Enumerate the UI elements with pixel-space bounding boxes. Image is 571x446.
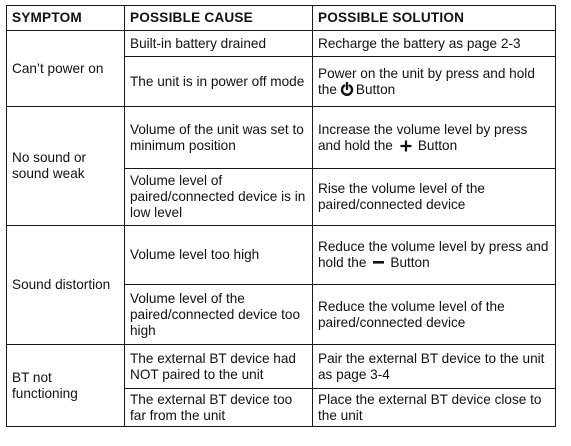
plus-icon bbox=[400, 140, 412, 152]
solution-text: Button bbox=[417, 137, 458, 153]
table-row: BT not functioning The external BT devic… bbox=[6, 344, 556, 427]
cause-cell: The external BT device had NOT paired to… bbox=[124, 344, 313, 389]
solution-cell: Place the external BT device close to th… bbox=[312, 388, 556, 427]
header-symptom: SYMPTOM bbox=[6, 5, 125, 31]
table-row: Volume level of the paired/connected dev… bbox=[7, 284, 556, 345]
solution-text: Button bbox=[355, 81, 396, 97]
cause-cell: Volume level too high bbox=[124, 225, 313, 285]
minus-icon bbox=[373, 261, 385, 264]
table-row: No sound or sound weak Volume of the uni… bbox=[6, 106, 556, 226]
cause-cell: The unit is in power off mode bbox=[124, 56, 313, 107]
table-row: The unit is in power off mode Power on t… bbox=[7, 56, 556, 107]
cause-cell: Built-in battery drained bbox=[124, 30, 313, 57]
solution-text: Reduce the volume level by press and hol… bbox=[318, 239, 549, 270]
solution-cell: Reduce the volume level by press and hol… bbox=[312, 225, 556, 285]
power-icon bbox=[340, 81, 354, 96]
cause-cell: The external BT device too far from the … bbox=[124, 388, 313, 427]
symptom-cell: Sound distortion bbox=[6, 225, 125, 345]
table-row: Sound distortion Volume level too high R… bbox=[6, 225, 556, 345]
header-row: SYMPTOM POSSIBLE CAUSE POSSIBLE SOLUTION bbox=[6, 5, 556, 31]
solution-cell: Reduce the volume level of the paired/co… bbox=[312, 284, 556, 345]
table-row: The external BT device too far from the … bbox=[7, 388, 556, 427]
solution-text: Button bbox=[390, 255, 430, 270]
troubleshooting-table: SYMPTOM POSSIBLE CAUSE POSSIBLE SOLUTION… bbox=[6, 5, 556, 427]
cause-cell: Volume of the unit was set to minimum po… bbox=[124, 106, 313, 169]
symptom-cell: BT not functioning bbox=[6, 344, 125, 427]
solution-text: Power on the unit by press and hold the bbox=[318, 65, 535, 97]
cause-cell: Volume level of paired/connected device … bbox=[124, 168, 313, 226]
solution-cell: Increase the volume level by press and h… bbox=[312, 106, 556, 169]
table-row: Can’t power on Built-in battery drained … bbox=[6, 30, 556, 107]
solution-cell: Rise the volume level of the paired/conn… bbox=[312, 168, 556, 226]
solution-cell: Recharge the battery as page 2-3 bbox=[312, 30, 556, 57]
solution-text: Increase the volume level by press and h… bbox=[318, 121, 528, 153]
header-possible-solution: POSSIBLE SOLUTION bbox=[312, 5, 556, 31]
table-row: Volume level of paired/connected device … bbox=[7, 168, 556, 226]
symptom-cell: Can’t power on bbox=[6, 30, 125, 107]
symptom-cell: No sound or sound weak bbox=[6, 106, 125, 226]
solution-cell: Pair the external BT device to the unit … bbox=[312, 344, 556, 389]
header-possible-cause: POSSIBLE CAUSE bbox=[124, 5, 313, 31]
cause-cell: Volume level of the paired/connected dev… bbox=[124, 284, 313, 345]
